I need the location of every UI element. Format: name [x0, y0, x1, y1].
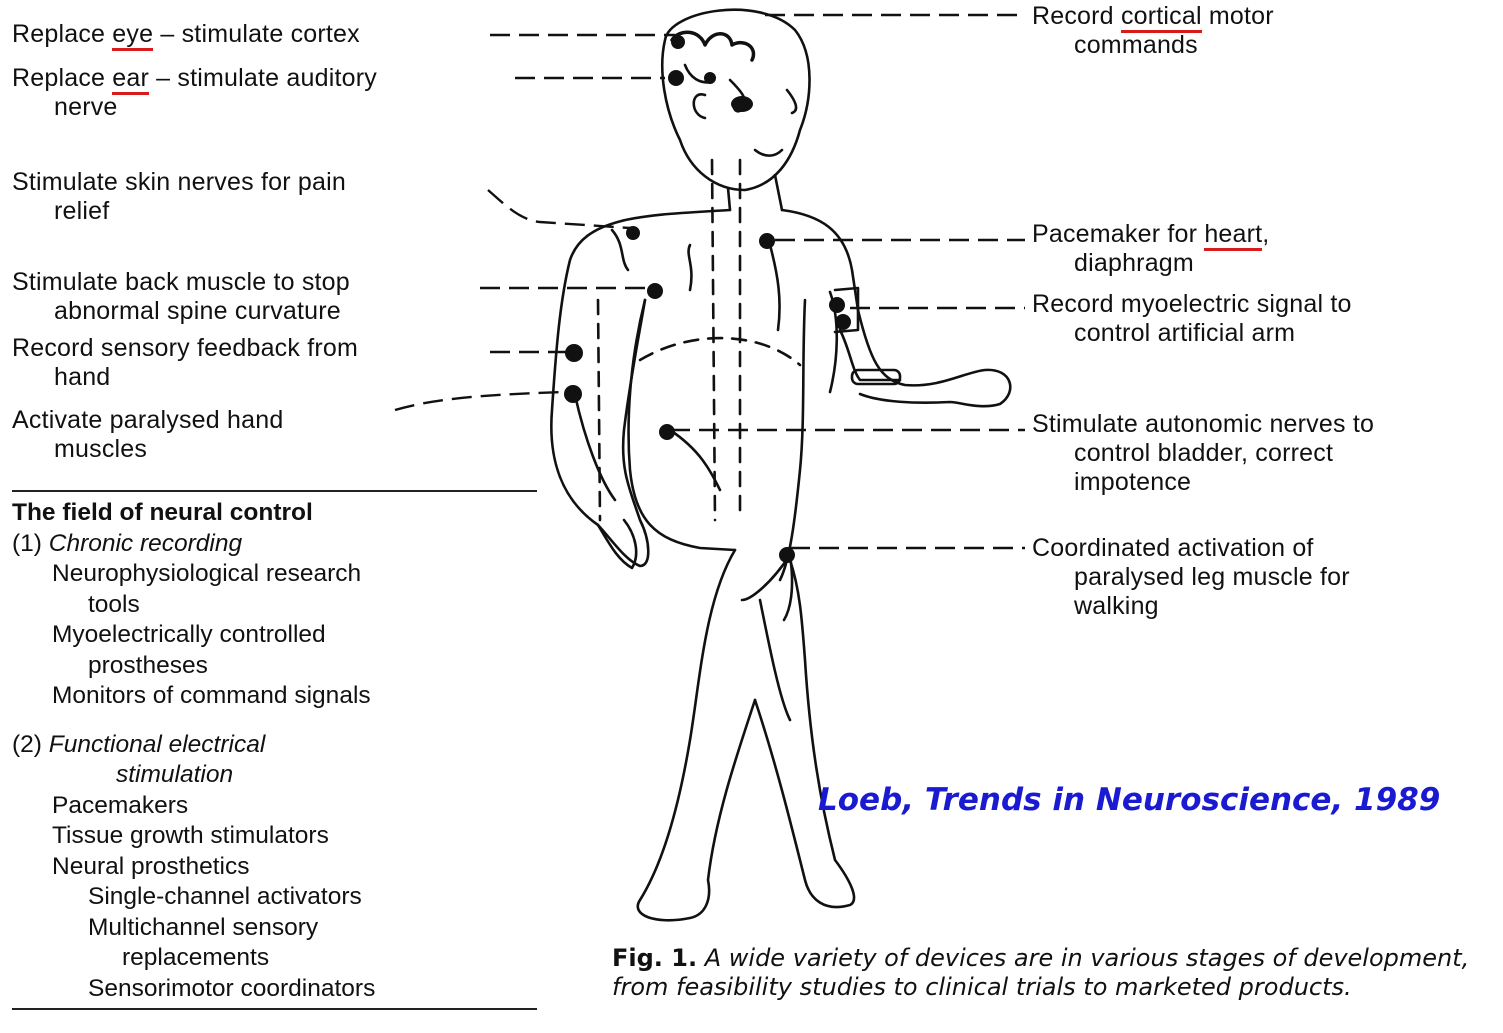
neural-control-panel: The field of neural control (1) Chronic … [12, 490, 542, 1016]
keyword-ear: ear [112, 64, 149, 95]
figure-number: Fig. 1. [612, 944, 697, 972]
list-item: Tissue growth stimulators [12, 821, 542, 852]
section-1-title: (1) Chronic recording [12, 529, 542, 560]
figure-caption: Fig. 1. A wide variety of devices are in… [612, 944, 1492, 1002]
keyword-eye: eye [112, 20, 153, 51]
label-cortical-motor: Record cortical motor commands [1032, 2, 1274, 60]
label-text: Stimulate skin nerves for pain [12, 168, 346, 196]
mouth [755, 150, 782, 156]
list-item: Neural prosthetics [12, 852, 542, 883]
label-text: , [1262, 220, 1269, 248]
label-text: Replace [12, 20, 112, 48]
label-replace-eye: Replace eye – stimulate cortex [12, 20, 360, 49]
leg-outline [638, 550, 755, 920]
list-item: Sensorimotor coordinators [12, 974, 542, 1005]
section-title: Chronic recording [49, 530, 242, 557]
label-sensory-feedback: Record sensory feedback from hand [12, 334, 358, 392]
panel-heading: The field of neural control [12, 498, 542, 529]
label-text: relief [12, 197, 346, 226]
source-credit: Loeb, Trends in Neuroscience, 1989 [818, 782, 1440, 818]
keyword-cortical: cortical [1121, 2, 1202, 33]
ear-shape [694, 94, 705, 118]
label-autonomic-bladder: Stimulate autonomic nerves to control bl… [1032, 410, 1374, 497]
label-text: abnormal spine curvature [12, 297, 350, 326]
list-item: replacements [12, 943, 542, 974]
label-text: Stimulate back muscle to stop [12, 268, 350, 296]
list-item: Monitors of command signals [12, 681, 542, 712]
section-title: Functional electrical [49, 731, 266, 758]
list-item: Single-channel activators [12, 882, 542, 913]
label-text: control artificial arm [1032, 319, 1352, 348]
label-pacemaker-heart: Pacemaker for heart, diaphragm [1032, 220, 1269, 278]
label-text: nerve [12, 93, 377, 122]
label-text: Stimulate autonomic nerves to [1032, 410, 1374, 438]
divider [12, 1008, 537, 1010]
list-item: tools [12, 590, 542, 621]
list-item: Myoelectrically controlled [12, 620, 542, 651]
label-text: Coordinated activation of [1032, 534, 1314, 562]
label-text: – stimulate cortex [153, 20, 360, 48]
label-text: motor [1202, 2, 1274, 30]
label-back-muscle: Stimulate back muscle to stop abnormal s… [12, 268, 350, 326]
label-myoelectric-arm: Record myoelectric signal to control art… [1032, 290, 1352, 348]
label-text: Activate paralysed hand [12, 406, 283, 434]
list-item: prostheses [12, 651, 542, 682]
label-text: control bladder, correct [1032, 439, 1374, 468]
label-text: Record [1032, 2, 1121, 30]
label-text: hand [12, 363, 358, 392]
divider [12, 490, 537, 492]
label-leg-walking: Coordinated activation of paralysed leg … [1032, 534, 1350, 621]
label-skin-nerves: Stimulate skin nerves for pain relief [12, 168, 346, 226]
caption-text: A wide variety of devices are in various… [612, 944, 1469, 1001]
label-text: Record sensory feedback from [12, 334, 358, 362]
keyword-heart: heart [1204, 220, 1262, 251]
label-text: Record myoelectric signal to [1032, 290, 1352, 318]
section-number: (1) [12, 530, 49, 557]
list-item: Neurophysiological research [12, 559, 542, 590]
label-text: muscles [12, 435, 283, 464]
section-title-cont: stimulation [12, 760, 542, 791]
label-text: paralysed leg muscle for [1032, 563, 1350, 592]
label-text: commands [1032, 31, 1274, 60]
section-number: (2) [12, 731, 49, 758]
label-text: impotence [1032, 468, 1374, 497]
label-text: Replace [12, 64, 112, 92]
section-2-title: (2) Functional electrical [12, 730, 542, 761]
list-item: Multichannel sensory [12, 913, 542, 944]
label-paralysed-hand: Activate paralysed hand muscles [12, 406, 283, 464]
label-text: diaphragm [1032, 249, 1269, 278]
list-item: Pacemakers [12, 791, 542, 822]
label-text: Pacemaker for [1032, 220, 1204, 248]
label-text: – stimulate auditory [149, 64, 377, 92]
label-text: walking [1032, 592, 1350, 621]
label-replace-ear: Replace ear – stimulate auditory nerve [12, 64, 377, 122]
nose [787, 90, 796, 113]
